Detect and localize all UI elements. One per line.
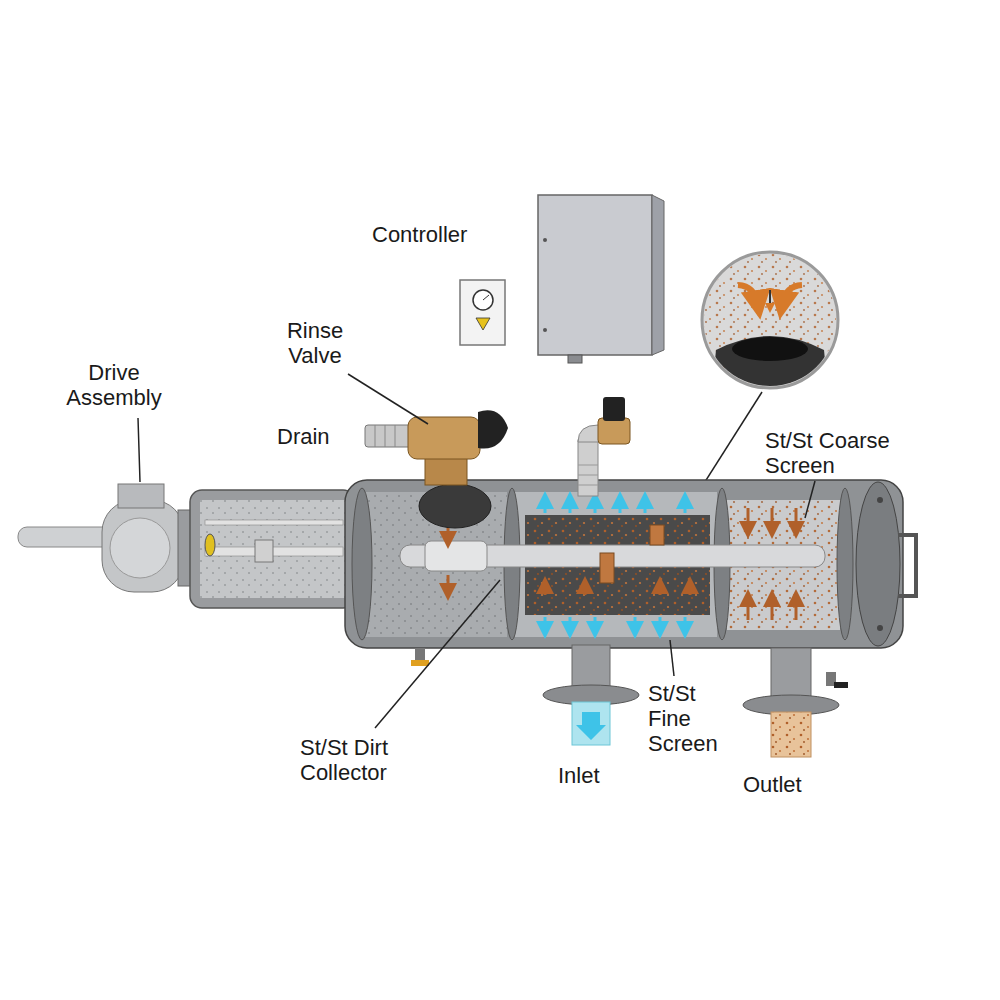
part-label: St/St Coarse Screen <box>765 428 927 478</box>
part-label: Rinse Valve <box>274 318 356 368</box>
rinse-valve <box>365 410 508 485</box>
inlet-pipe <box>543 645 639 745</box>
outlet-pipe <box>743 648 839 757</box>
filter-vessel <box>345 480 916 648</box>
leader-lines <box>138 374 815 728</box>
part-label: Outlet <box>743 772 833 797</box>
part-label: Inlet <box>558 763 628 788</box>
drain-cocks <box>411 648 848 688</box>
flow-arrows <box>448 500 796 630</box>
part-label: Drain <box>277 424 357 449</box>
part-label: Controller <box>372 222 512 247</box>
solenoid-valve <box>578 397 630 496</box>
part-label: Drive Assembly <box>48 360 180 410</box>
drive-housing <box>190 490 355 608</box>
controller <box>460 195 664 363</box>
part-label: St/St Dirt Collector <box>300 735 428 785</box>
drive-assembly <box>18 484 192 592</box>
part-label: St/St Fine Screen <box>648 681 738 756</box>
